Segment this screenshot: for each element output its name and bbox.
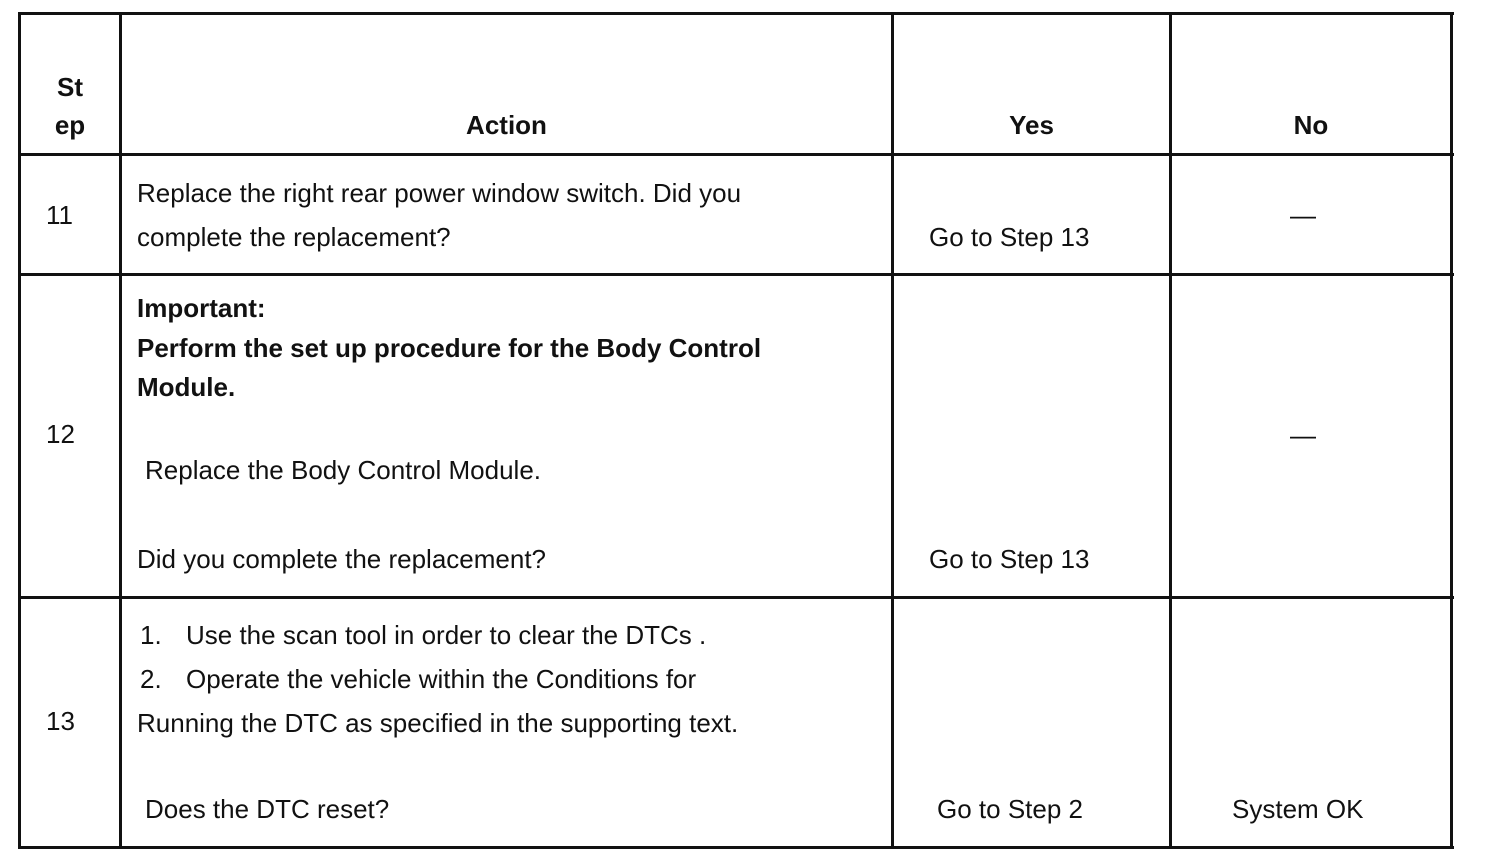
row-divider — [18, 273, 1454, 276]
header-divider — [18, 153, 1454, 156]
important-text: Perform the set up procedure for the Bod… — [137, 333, 762, 363]
row-divider — [18, 596, 1454, 599]
list-number: 1. — [140, 620, 162, 650]
header-step-line2: ep — [54, 110, 86, 140]
yes-result: Go to Step 2 — [937, 794, 1083, 824]
header-yes: Yes — [1009, 110, 1054, 140]
action-text: Replace the right rear power window swit… — [137, 178, 742, 208]
step-number: 13 — [46, 706, 75, 736]
header-action: Action — [466, 110, 547, 140]
no-result: System OK — [1232, 794, 1364, 824]
column-border-right — [1450, 12, 1453, 849]
important-text: Module. — [137, 372, 236, 402]
table-border-bottom — [18, 846, 1454, 849]
list-number: 2. — [140, 664, 162, 694]
list-item-text: Operate the vehicle within the Condition… — [186, 664, 697, 694]
column-border-left — [18, 12, 21, 849]
action-text: Running the DTC as specified in the supp… — [137, 708, 739, 738]
column-divider — [119, 12, 122, 849]
action-question: Does the DTC reset? — [145, 794, 390, 824]
step-number: 12 — [46, 419, 75, 449]
no-result: — — [1290, 420, 1316, 450]
action-text: Replace the Body Control Module. — [145, 455, 542, 485]
table-border-top — [18, 12, 1454, 15]
header-step-line1: St — [57, 72, 83, 102]
action-text: complete the replacement? — [137, 222, 451, 252]
column-divider — [891, 12, 894, 849]
no-result: — — [1290, 200, 1316, 230]
yes-result: Go to Step 13 — [929, 222, 1090, 252]
important-label: Important: — [137, 293, 266, 323]
action-text: Did you complete the replacement? — [137, 544, 547, 574]
step-number: 11 — [46, 200, 73, 230]
header-no: No — [1293, 110, 1329, 140]
yes-result: Go to Step 13 — [929, 544, 1090, 574]
list-item-text: Use the scan tool in order to clear the … — [186, 620, 707, 650]
column-divider — [1169, 12, 1172, 849]
